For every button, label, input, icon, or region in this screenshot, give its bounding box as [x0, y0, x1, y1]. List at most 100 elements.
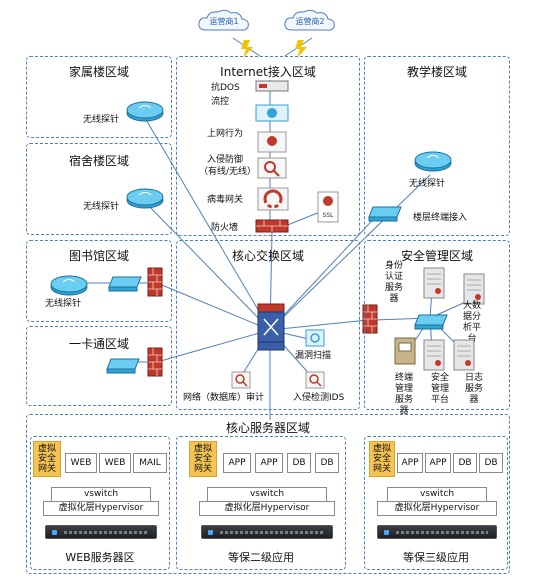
app-box: APP [255, 453, 283, 473]
behavior-label: 上网行为 [207, 129, 244, 139]
server-icon [423, 267, 445, 299]
log-server-label: 日志 服务 器 [465, 373, 483, 406]
wireless-probe-icon [414, 151, 452, 172]
label-line: 网关 [372, 464, 391, 474]
ap-label: 无线探针 [409, 179, 446, 189]
firewall-icon [255, 219, 289, 233]
terminal-server-icon [394, 337, 416, 365]
hypervisor-bar: 虚拟化层Hypervisor [377, 501, 497, 516]
wireless-probe-icon [126, 188, 164, 209]
label-line: 服务 [395, 395, 414, 405]
hypervisor-bar: 虚拟化层Hypervisor [199, 501, 335, 516]
firewall-icon [362, 304, 378, 334]
label-line: 析平 [463, 323, 482, 333]
label-line: 安全 [372, 454, 391, 464]
vswitch-bar: vswitch [51, 487, 151, 502]
wireless-probe-icon [126, 101, 164, 122]
switch-icon [108, 276, 142, 292]
ap-label: 无线探针 [83, 202, 120, 212]
label-line: 服务 [385, 283, 404, 293]
group-name: WEB服务器区 [65, 551, 135, 564]
ips-label: 入侵防御 [207, 155, 244, 165]
server-group-level3: 虚拟 安全 网关 APP APP DB DB vswitch 虚拟化层Hyper… [364, 436, 508, 570]
label-line: 器 [389, 294, 399, 304]
label-line: 管理 [395, 384, 414, 394]
card-zone: 一卡通区域 [26, 326, 172, 406]
isp2-label: 运营商2 [295, 17, 325, 26]
label-line: 台 [467, 334, 477, 344]
label-line: 平台 [431, 395, 450, 405]
label-line: 虚拟 [37, 444, 56, 454]
zone-title: Internet接入区域 [220, 65, 316, 79]
server-icon [423, 339, 445, 371]
zone-title: 安全管理区域 [400, 249, 473, 263]
app-box: DB [315, 453, 339, 473]
zone-title: 核心服务器区域 [225, 421, 310, 435]
group-name: 等保三级应用 [403, 551, 469, 564]
app-box: DB [453, 453, 477, 473]
server-rack-icon [377, 525, 497, 539]
server-icon [453, 339, 475, 371]
label-line: 日志 [465, 373, 484, 383]
app-box: APP [397, 453, 423, 473]
server-rack-icon [201, 525, 333, 539]
ips-sub-label: （有线/无线） [199, 167, 257, 177]
isp1-cloud: 运营商1 [196, 8, 252, 34]
ap-label: 无线探针 [83, 115, 120, 125]
zone-title: 一卡通区域 [68, 337, 129, 351]
label-line: 管理 [431, 384, 450, 394]
firewall-icon [147, 267, 163, 297]
label-line: 器 [469, 395, 479, 405]
app-box: DB [287, 453, 311, 473]
group-name: 等保二级应用 [228, 551, 294, 564]
label-line: 终端 [395, 373, 414, 383]
zone-title: 图书馆区域 [68, 249, 129, 263]
anti-dos-device-icon [255, 80, 289, 92]
anti-dos-label: 抗DOS [211, 83, 240, 93]
label-line: 身份 [385, 261, 404, 271]
label-line: 器 [399, 406, 409, 416]
server-group-web: 虚拟 安全 网关 WEB WEB MAIL vswitch 虚拟化层Hyperv… [30, 436, 170, 570]
bigdata-label: 大数 据分 析平 台 [463, 301, 481, 345]
label-line: 虚拟 [372, 444, 391, 454]
hypervisor-bar: 虚拟化层Hypervisor [43, 501, 159, 516]
label-line: 安全 [193, 454, 212, 464]
terminal-mgmt-label: 终端 管理 服务 器 [395, 373, 413, 417]
app-box: DB [479, 453, 503, 473]
behavior-mgmt-icon [257, 131, 287, 153]
floor-access-label: 楼层终端接入 [413, 213, 468, 223]
internet-zone: Internet接入区域 抗DOS 流控 上网行为 入侵防御 （有线/无线） 病… [176, 56, 360, 236]
teaching-zone: 教学楼区域 无线探针 楼层终端接入 [364, 56, 510, 236]
label-line: 网关 [193, 464, 212, 474]
wireless-probe-icon [50, 275, 88, 296]
vswitch-bar: vswitch [387, 487, 487, 502]
vuln-scan-icon [305, 329, 325, 347]
label-line: 认证 [385, 272, 404, 282]
switch-icon [106, 358, 140, 374]
zone-title: 宿舍楼区域 [68, 154, 129, 168]
ips-device-icon [257, 157, 287, 179]
app-box: WEB [99, 453, 131, 473]
switch-icon [368, 206, 402, 222]
virtual-security-gateway: 虚拟 安全 网关 [369, 441, 395, 477]
flow-control-icon [255, 104, 289, 122]
server-icon [463, 273, 485, 305]
server-rack-icon [45, 525, 157, 539]
library-zone: 图书馆区域 无线探针 [26, 240, 172, 322]
app-box: APP [425, 453, 451, 473]
core-switch-icon [257, 303, 285, 351]
zone-title: 教学楼区域 [406, 65, 467, 79]
auth-server-label: 身份 认证 服务 器 [385, 261, 403, 305]
app-box: MAIL [133, 453, 167, 473]
security-zone: 安全管理区域 身份 认证 服务 器 大数 据分 析平 台 终端 管理 服务 器 … [364, 240, 510, 416]
virtual-security-gateway: 虚拟 安全 网关 [33, 441, 61, 477]
ssl-vpn-icon: SSL [317, 191, 339, 223]
antivirus-gateway-icon [257, 187, 289, 211]
audit-device-icon [231, 371, 251, 389]
label-line: 服务 [465, 384, 484, 394]
server-group-level2: 虚拟 安全 网关 APP APP DB DB vswitch 虚拟化层Hyper… [176, 436, 346, 570]
app-box: WEB [65, 453, 97, 473]
sec-mgmt-label: 安全 管理 平台 [431, 373, 449, 406]
switch-icon [414, 314, 448, 330]
zone-title: 家属楼区域 [68, 65, 129, 79]
